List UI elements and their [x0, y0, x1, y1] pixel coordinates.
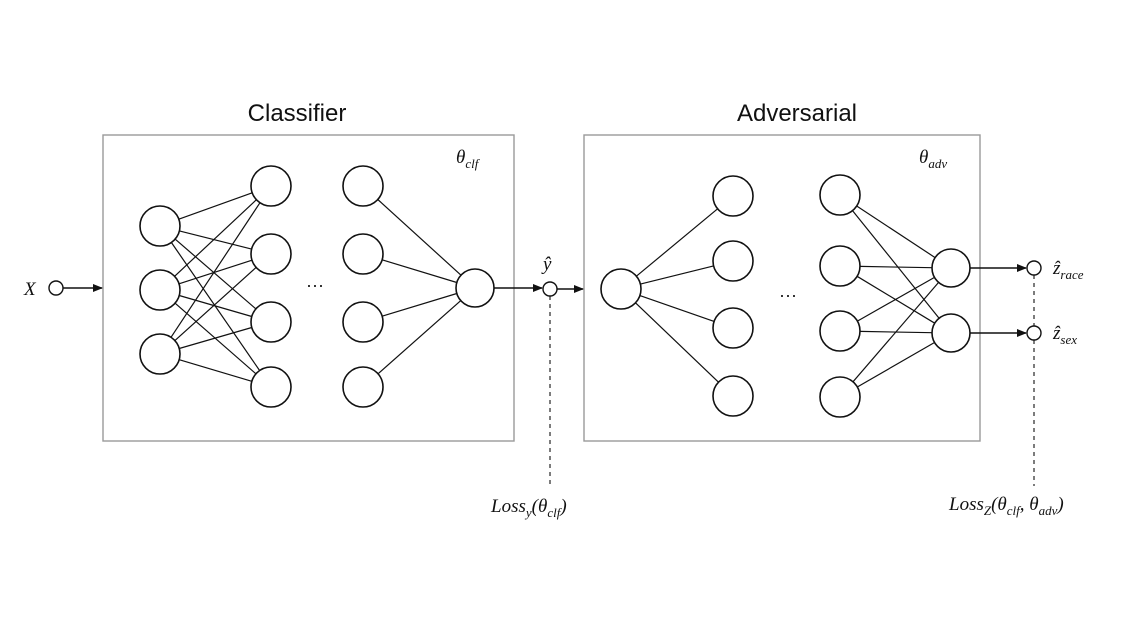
classifier-neuron — [250, 366, 292, 408]
classifier-neuron — [139, 205, 181, 247]
classifier-neuron — [250, 233, 292, 275]
network-edge — [857, 341, 935, 388]
loss-y-label: Lossy(θclf) — [490, 496, 567, 520]
network-edge — [381, 259, 457, 284]
adversarial-input-neuron — [600, 268, 642, 310]
network-edge — [856, 205, 936, 259]
classifier-neuron — [342, 165, 384, 207]
network-edge — [852, 210, 940, 319]
adversarial-neuron — [931, 248, 971, 288]
y-hat-node — [542, 281, 558, 297]
adversarial-ellipsis: ··· — [779, 285, 797, 305]
classifier-neuron — [342, 233, 384, 275]
adversarial-neuron — [712, 175, 754, 217]
adversarial-neuron — [931, 313, 971, 353]
network-edge — [639, 295, 715, 322]
network-edge — [381, 292, 457, 317]
network-edge — [377, 199, 462, 276]
loss-z-label: LossZ(θclf, θadv) — [948, 494, 1064, 518]
classifier-param-label: θclf — [456, 147, 481, 171]
z-race-label: ẑrace — [1052, 258, 1084, 282]
adversarial-box — [583, 134, 981, 442]
classifier-output-neuron — [455, 268, 495, 308]
network-edge — [635, 302, 719, 383]
classifier-title: Classifier — [248, 100, 347, 127]
network-edge — [170, 202, 261, 338]
network-edge — [178, 192, 253, 220]
adversarial-param-label: θadv — [919, 147, 947, 171]
network-edge — [377, 300, 462, 375]
network-edge — [852, 282, 940, 383]
classifier-neuron — [250, 165, 292, 207]
adversarial-neuron — [819, 376, 861, 418]
adversarial-neuron — [712, 307, 754, 349]
network-edge — [179, 294, 252, 318]
adversarial-neuron — [819, 245, 861, 287]
z-sex-node — [1026, 325, 1042, 341]
network-edge — [174, 266, 257, 342]
classifier-layer-3 — [342, 165, 384, 408]
z-race-node — [1026, 260, 1042, 276]
network-edge — [174, 199, 257, 277]
classifier-neuron — [139, 269, 181, 311]
network-edge — [859, 265, 933, 269]
adversarial-layer-1 — [712, 175, 754, 417]
network-edge — [178, 259, 253, 285]
classifier-neuron — [342, 301, 384, 343]
adversarial-output-layer — [931, 248, 971, 353]
adversarial-neuron — [819, 174, 861, 216]
classifier-ellipsis: ··· — [306, 275, 324, 295]
network-edge — [640, 265, 714, 285]
classifier-neuron — [139, 333, 181, 375]
z-sex-label: ẑsex — [1052, 323, 1077, 347]
network-edges — [170, 192, 940, 388]
adversarial-layer-2 — [819, 174, 861, 418]
input-label: X — [23, 279, 37, 300]
input-node — [48, 280, 64, 296]
network-edge — [174, 238, 257, 310]
adversarial-neuron — [712, 375, 754, 417]
classifier-layer-2 — [250, 165, 292, 408]
classifier-neuron — [250, 301, 292, 343]
classifier-neuron — [342, 366, 384, 408]
network-edge — [636, 208, 718, 277]
classifier-layer-1 — [139, 205, 181, 375]
adversarial-neuron — [819, 310, 861, 352]
network-edge — [179, 326, 252, 350]
network-edge — [179, 230, 252, 250]
network-edge — [857, 276, 935, 322]
network-edge — [179, 359, 252, 382]
adversarial-neuron — [712, 240, 754, 282]
adversarial-title: Adversarial — [737, 100, 857, 127]
y-hat-label: ŷ — [541, 254, 552, 275]
